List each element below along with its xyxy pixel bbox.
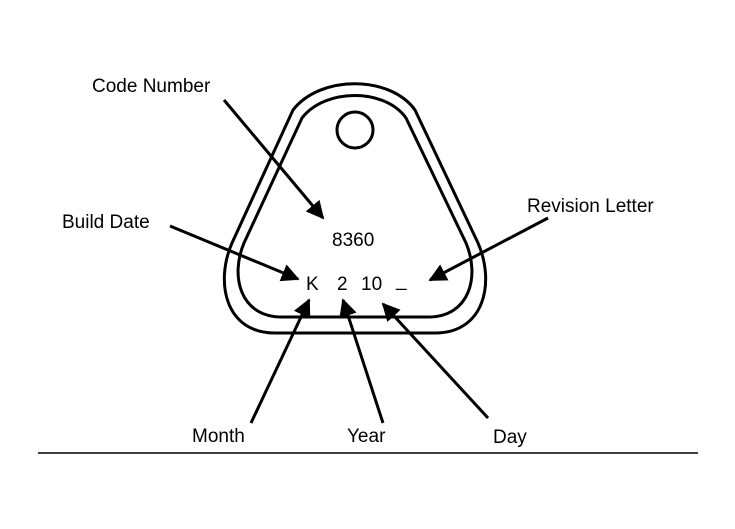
tag-code-number: 8360 [332,230,374,251]
tag-year-digit: 2 [337,274,348,295]
tag-revision-blank: _ [395,270,407,291]
tag-outline-outer [222,82,488,335]
tag-outline-inner [236,94,474,319]
mounting-hole [335,110,375,150]
tag-day-number: 10 [361,274,382,295]
tag-month-letter: K [306,274,319,295]
label-code-number: Code Number [92,76,211,97]
label-year: Year [347,426,386,447]
label-build-date: Build Date [62,212,150,233]
arrow-build-date [169,224,300,282]
arrow-year [339,298,385,424]
label-revision-letter: Revision Letter [527,196,654,217]
arrow-month [249,298,311,424]
arrow-code-number [222,99,325,220]
arrow-day [381,302,490,420]
label-month: Month [192,426,245,447]
arrow-revision-letter [428,216,549,282]
label-day: Day [493,427,527,448]
